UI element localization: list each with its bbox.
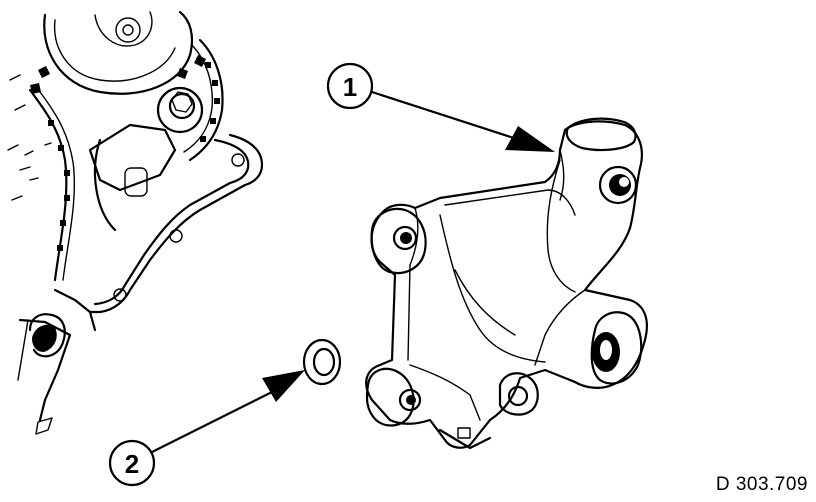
timing-chain [28, 38, 224, 282]
callout-2-label: 2 [125, 449, 139, 479]
tensioner-bolt [156, 86, 204, 134]
engine-timing-area [7, 10, 264, 435]
bracket-lug [559, 117, 638, 205]
bracket-right-boss [590, 311, 643, 385]
washer [302, 338, 342, 386]
bracket [365, 117, 648, 450]
callout-1-arrow [505, 126, 555, 152]
lower-boss [7, 74, 72, 435]
chain-guide [19, 123, 177, 232]
cover-flange [53, 133, 264, 332]
drawing-reference-code: D 303.709 [715, 474, 808, 495]
callout-1: 1 [326, 62, 555, 152]
bracket-lower-boss [365, 367, 422, 427]
callout-1-label: 1 [343, 72, 357, 102]
callout-2-arrow [262, 370, 305, 402]
sprocket-gear [30, 10, 206, 95]
callout-2: 2 [108, 370, 305, 487]
bracket-bottom-boss [438, 372, 539, 450]
bracket-left-boss [370, 207, 427, 275]
